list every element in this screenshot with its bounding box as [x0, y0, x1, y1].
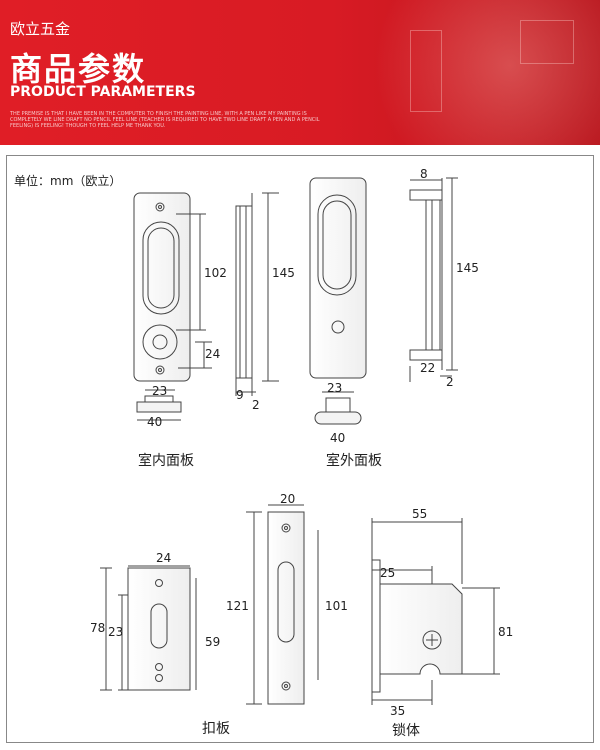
header-banner: 欧立五金 商品参数 PRODUCT PARAMETERS THE PREMISE… [0, 0, 600, 145]
outdoor-depth-top-label: 8 [420, 167, 428, 181]
outdoor-panel-caption: 室外面板 [326, 453, 382, 469]
indoor-panel-side [235, 192, 279, 396]
outdoor-height-label: 145 [456, 261, 479, 275]
strike-plate-caption: 扣板 [202, 721, 230, 737]
strike-height-inner-label: 59 [205, 635, 221, 649]
strike-height-outer-label: 78 [90, 621, 106, 635]
indoor-panel-front [133, 192, 212, 382]
strike-slot-height-label: 23 [108, 625, 124, 639]
outdoor-depth-b-label: 2 [446, 375, 454, 389]
lock-hook-width-label: 35 [390, 704, 406, 718]
lock-backset-label: 25 [380, 566, 396, 580]
indoor-panel-caption: 室内面板 [138, 453, 194, 469]
banner-picture-frame [520, 20, 574, 64]
indoor-knob-offset-label: 24 [205, 347, 221, 361]
lock-width-total-label: 55 [412, 507, 428, 521]
faceplate-height-outer-label: 121 [226, 599, 249, 613]
unit-label: 单位：mm（欧立） [14, 174, 122, 188]
indoor-panel-bottom [136, 389, 182, 421]
outdoor-panel-side [409, 177, 458, 382]
banner-doorway [410, 30, 442, 112]
outdoor-depth-bottom-label: 22 [420, 361, 436, 375]
strike-width-label: 24 [156, 551, 172, 565]
faceplate [246, 504, 319, 705]
lock-height-label: 81 [498, 625, 514, 639]
fine-print: THE PREMISE IS THAT I HAVE BEEN IN THE C… [10, 111, 320, 129]
indoor-depth-b-label: 2 [252, 398, 260, 412]
indoor-depth-a-label: 9 [236, 388, 244, 402]
parameters-frame [6, 155, 594, 743]
lock-body-caption: 锁体 [392, 723, 420, 739]
faceplate-width-label: 20 [280, 492, 296, 506]
outdoor-width-base-label: 40 [330, 431, 346, 445]
brand-name: 欧立五金 [10, 20, 71, 38]
outdoor-panel-front [309, 177, 367, 379]
lock-body [371, 518, 500, 705]
outdoor-width-top-label: 23 [327, 381, 343, 395]
banner-room-photo [300, 0, 600, 145]
page-title: 商品参数 [10, 50, 147, 88]
indoor-slot-length-label: 102 [204, 266, 227, 280]
indoor-width-base-label: 40 [147, 415, 163, 429]
page-subtitle: PRODUCT PARAMETERS [10, 84, 196, 100]
outdoor-panel-bottom [314, 391, 362, 425]
strike-plate [100, 565, 197, 691]
faceplate-slot-height-label: 101 [325, 599, 348, 613]
indoor-height-label: 145 [272, 266, 295, 280]
indoor-width-top-label: 23 [152, 384, 168, 398]
